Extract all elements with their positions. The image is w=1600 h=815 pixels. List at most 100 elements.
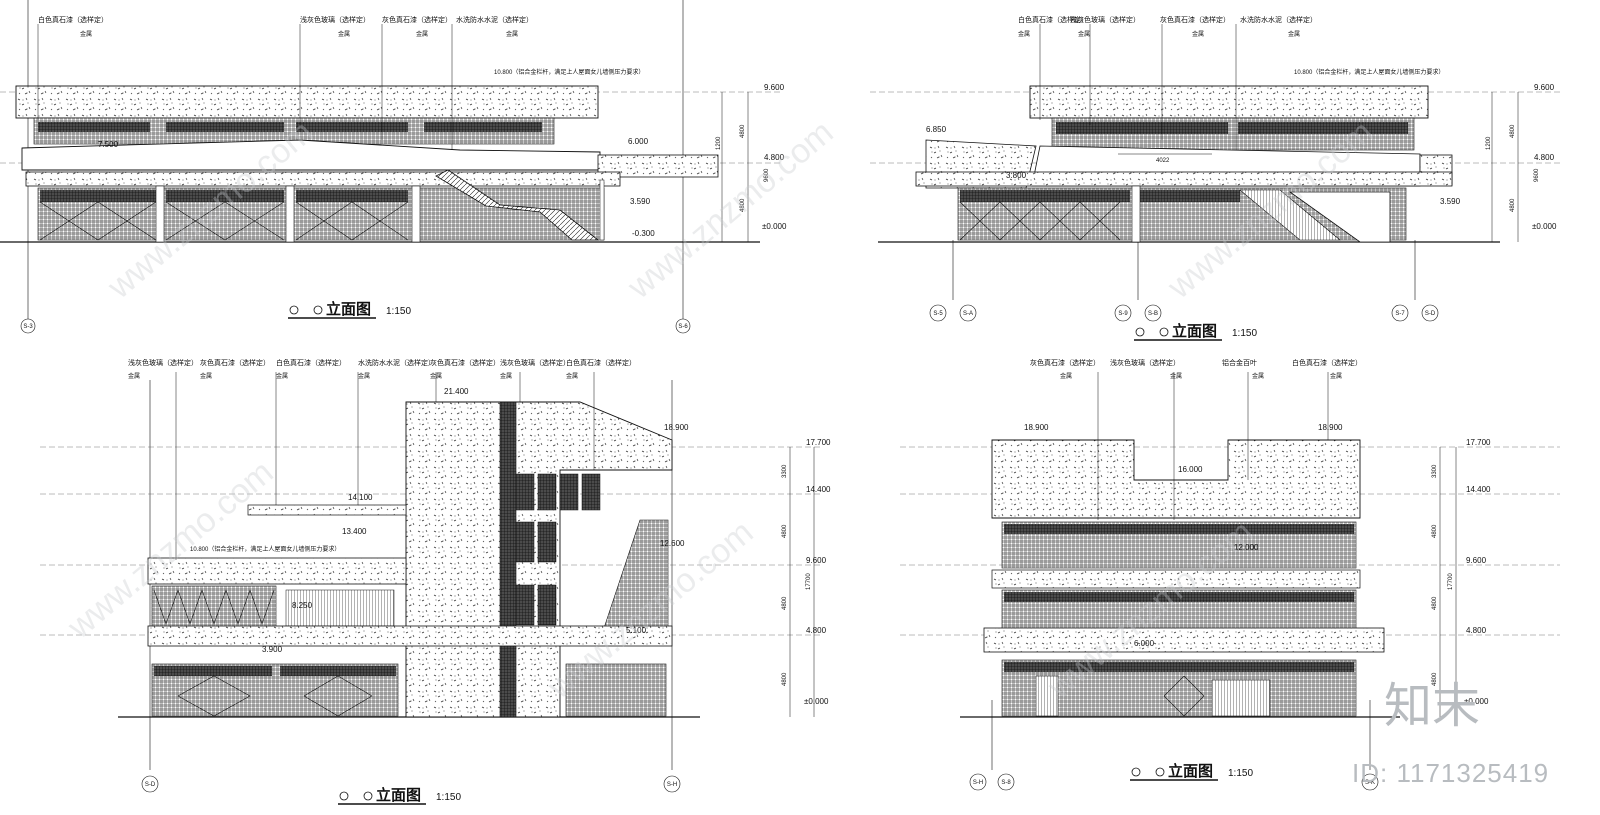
axis-bubble xyxy=(1144,304,1162,322)
x-bracing xyxy=(39,201,409,241)
dimension-text: 4800 xyxy=(782,596,788,610)
dimension-text: 4800 xyxy=(1432,596,1438,610)
mid-slab xyxy=(915,171,1453,187)
callout-sub: 金属 xyxy=(416,30,428,38)
callout-sub: 金属 xyxy=(276,372,288,380)
axis-label: S-H xyxy=(667,782,677,788)
mid-slab xyxy=(25,171,621,187)
level-mark: 18.900 xyxy=(1024,423,1049,432)
axis-bubble xyxy=(1421,304,1439,322)
axis-bubble xyxy=(969,773,987,791)
level-mark: ±0.000 xyxy=(1464,697,1489,706)
level-mark: -0.300 xyxy=(632,229,655,238)
axis-bubble xyxy=(959,304,977,322)
lower-glass-dark xyxy=(280,666,396,676)
callout-sub: 金属 xyxy=(358,372,370,380)
level-mark: ±0.000 xyxy=(804,697,829,706)
diamond-mark xyxy=(177,675,373,717)
elevation-title: 立面图 xyxy=(1172,322,1217,340)
callout-text: 铝合金百叶 xyxy=(1222,358,1257,367)
lower-glass-dark xyxy=(40,190,156,202)
column xyxy=(285,185,295,243)
axis-label: S-8 xyxy=(1001,780,1011,786)
callout-text: 白色真石漆（选样定） xyxy=(1018,15,1088,24)
elevation-scale: 1:150 xyxy=(1228,768,1253,779)
axis-bubble xyxy=(663,775,681,793)
callout-text: 白色真石漆（选样定） xyxy=(276,358,346,367)
level-mark: 9.600 xyxy=(1534,83,1555,92)
level-mark: ±0.000 xyxy=(762,222,787,231)
callout-text: 浅灰色玻璃（选样定） xyxy=(500,358,570,367)
axis-bubble xyxy=(997,773,1015,791)
elevation-title: 立面图 xyxy=(326,300,371,318)
callout-text: 浅灰色玻璃（选样定） xyxy=(128,358,198,367)
axis-bubble xyxy=(1114,304,1132,322)
x-bracing xyxy=(959,201,1121,241)
level-mark: 14.400 xyxy=(806,485,831,494)
cantilever-plate xyxy=(247,504,407,516)
level-mark: 4.800 xyxy=(764,153,785,162)
level-mark: 3.900 xyxy=(262,645,283,654)
callout-text: 水洗防水水泥（选样定） xyxy=(1240,15,1317,24)
stair-post xyxy=(599,179,605,241)
axis-label: S-D xyxy=(1425,311,1436,317)
level-mark: 4.800 xyxy=(806,626,827,635)
callout-sub: 金属 xyxy=(1330,372,1342,380)
mid-slab xyxy=(147,625,673,647)
level-mark: ±0.000 xyxy=(1532,222,1557,231)
axis-bubble xyxy=(1361,773,1379,791)
dimension-text: 4800 xyxy=(740,198,746,212)
callout-text: 浅灰色玻璃（选样定） xyxy=(300,15,370,24)
tower-window xyxy=(515,521,535,563)
level-mark: 6.850 xyxy=(926,125,947,134)
roof-slab xyxy=(15,85,599,119)
lower-glass-dark xyxy=(166,190,284,202)
dimension-text: 4800 xyxy=(782,524,788,538)
callout-sub: 金属 xyxy=(1192,30,1204,38)
axis-bubble xyxy=(1391,304,1409,322)
dimension-text: 3300 xyxy=(1432,464,1438,478)
elevation-title: 立面图 xyxy=(1168,762,1213,780)
title-symbol xyxy=(363,791,373,801)
dimension-text: 4800 xyxy=(1510,124,1516,138)
lower-glass-dark xyxy=(154,666,272,676)
level-mark: 6.000 xyxy=(628,137,649,146)
upper-glass-dark xyxy=(38,122,150,132)
dimension-text: 4800 xyxy=(1510,198,1516,212)
axis-label: S-K xyxy=(1365,780,1375,786)
title-symbol xyxy=(289,305,299,315)
axis-label: S-5 xyxy=(933,311,943,317)
diamond-mark xyxy=(1163,675,1205,717)
callout-text: 灰色真石漆（选样定） xyxy=(430,358,500,367)
dimension-text: 4800 xyxy=(1432,672,1438,686)
title-symbol xyxy=(1131,767,1141,777)
axis-bubble-s6 xyxy=(675,318,691,334)
ramp-band xyxy=(21,139,601,171)
elevation-scale: 1:150 xyxy=(386,306,411,317)
dimension-text: 9600 xyxy=(764,168,770,182)
callout-sub: 金属 xyxy=(506,30,518,38)
upper-glass-dark xyxy=(1004,524,1354,534)
callout-sub: 金属 xyxy=(500,372,512,380)
stair-lines xyxy=(285,589,395,627)
level-mark: 18.900 xyxy=(664,423,689,432)
dimension-text: 4800 xyxy=(740,124,746,138)
level-mark: 5.100 xyxy=(626,626,647,635)
upper-glass-dark xyxy=(1238,122,1408,134)
title-symbol xyxy=(1159,327,1169,337)
lower-glass-dark xyxy=(960,190,1130,202)
title-symbol xyxy=(313,305,323,315)
lower-glass-dark xyxy=(296,190,408,202)
axis-label: S-D xyxy=(145,782,156,788)
entrance-door xyxy=(1035,675,1059,717)
level-mark: 14.100 xyxy=(348,493,373,502)
mid-band xyxy=(991,569,1361,589)
axis-label: S-9 xyxy=(1118,311,1128,317)
tower-window xyxy=(537,473,557,511)
level-mark: 8.250 xyxy=(292,601,313,610)
tower-window xyxy=(537,521,557,563)
callout-text: 灰色真石漆（选样定） xyxy=(200,358,270,367)
lower-glass-dark xyxy=(1004,662,1354,672)
exterior-stair xyxy=(1239,189,1341,241)
column xyxy=(155,185,165,243)
